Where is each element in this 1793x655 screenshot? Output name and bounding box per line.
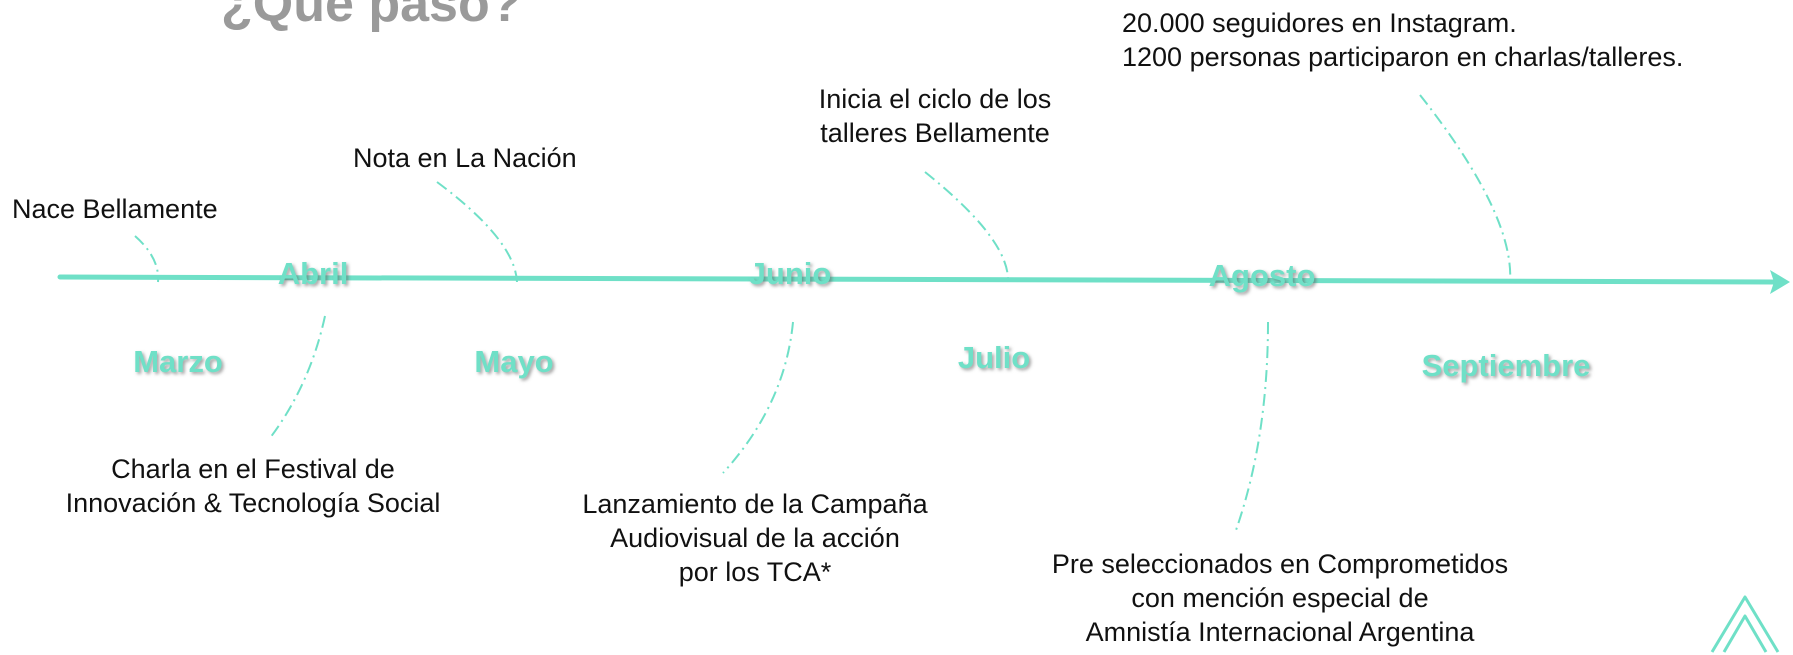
event-line: con mención especial de <box>1131 583 1429 613</box>
event-lanzamiento: Lanzamiento de la Campaña Audiovisual de… <box>530 487 980 589</box>
event-line: Pre seleccionados en Comprometidos <box>1051 549 1509 579</box>
event-line: Innovación & Tecnología Social <box>65 488 441 518</box>
month-julio: Julio <box>957 340 1031 375</box>
connector-lanzamiento <box>722 321 794 474</box>
event-line: 20.000 seguidores en Instagram. <box>1122 8 1517 38</box>
event-line: Nace Bellamente <box>12 194 218 224</box>
event-line: talleres Bellamente <box>820 118 1050 148</box>
connector-charla <box>269 315 326 439</box>
connector-seguidores <box>1419 94 1512 284</box>
month-septiembre: Septiembre <box>1421 348 1591 383</box>
event-line: Nota en La Nación <box>353 143 577 173</box>
event-line: Lanzamiento de la Campaña <box>582 489 928 519</box>
connector-nace <box>134 235 160 283</box>
month-junio: Junio <box>748 256 832 291</box>
month-agosto: Agosto <box>1208 258 1316 293</box>
event-charla: Charla en el Festival de Innovación & Te… <box>18 452 488 520</box>
connector-talleres <box>924 171 1010 283</box>
month-abril: Abril <box>277 256 349 291</box>
event-talleres: Inicia el ciclo de los talleres Bellamen… <box>770 82 1100 150</box>
event-nace: Nace Bellamente <box>12 192 218 226</box>
timeline-arrowhead <box>1770 270 1790 294</box>
slide-title: ¿Qué pasó? <box>221 0 522 33</box>
chevron-up-double-icon <box>1710 595 1780 653</box>
event-line: 1200 personas participaron en charlas/ta… <box>1122 42 1684 72</box>
event-seguidores: 20.000 seguidores en Instagram. 1200 per… <box>1122 6 1683 74</box>
timeline-axis <box>57 274 1778 285</box>
month-marzo: Marzo <box>133 344 223 379</box>
event-line: Charla en el Festival de <box>111 454 395 484</box>
month-mayo: Mayo <box>474 344 554 379</box>
event-line: Inicia el ciclo de los <box>818 84 1052 114</box>
event-line: Audiovisual de la acción <box>610 523 900 553</box>
event-line: Amnistía Internacional Argentina <box>1085 617 1475 647</box>
connector-preseleccion <box>1234 321 1269 534</box>
event-preseleccion: Pre seleccionados en Comprometidos con m… <box>1010 547 1550 649</box>
connector-nota <box>436 181 518 283</box>
event-line: por los TCA* <box>678 557 832 587</box>
event-nota: Nota en La Nación <box>353 141 577 175</box>
